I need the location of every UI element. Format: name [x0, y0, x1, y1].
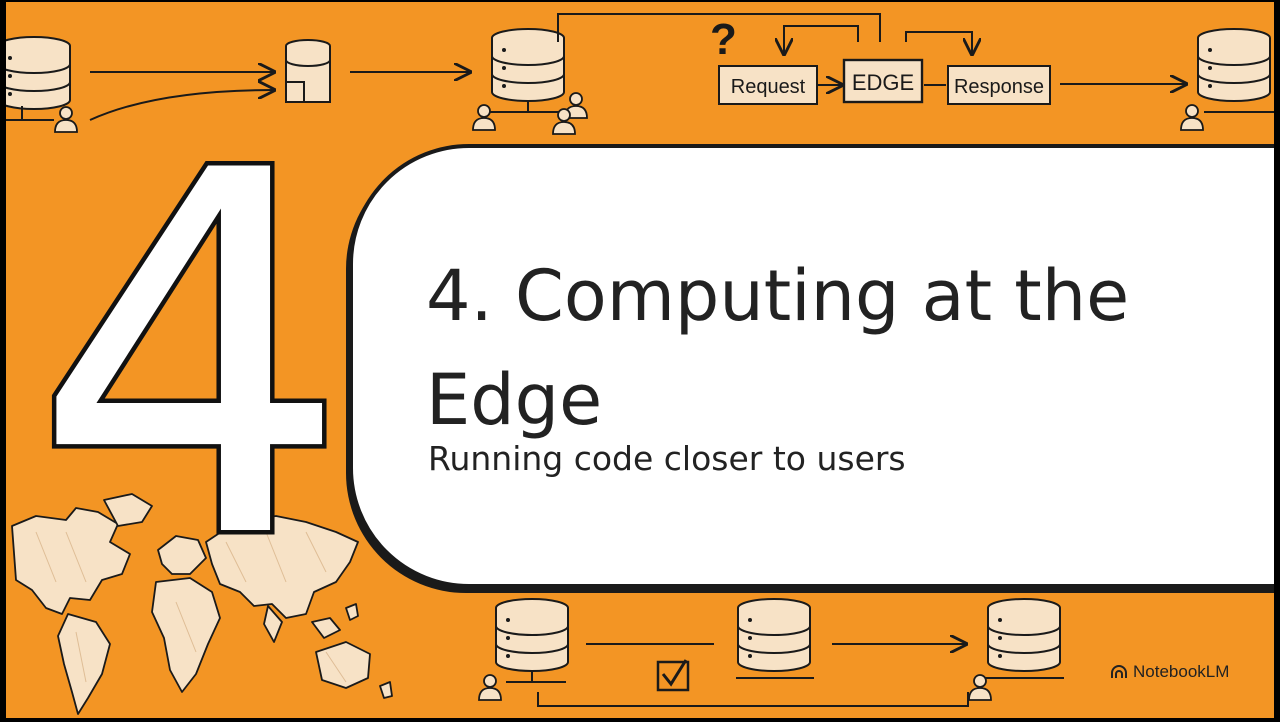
slide: ? Request EDGE Response	[6, 2, 1274, 718]
bottom-flow-diagram	[478, 598, 1064, 707]
slide-title: 4. Computing at the Edge	[426, 255, 1130, 441]
world-map-icon	[11, 493, 393, 715]
response-label: Response	[954, 76, 1044, 98]
question-mark: ?	[710, 15, 737, 64]
brand-badge: NotebookLM	[1110, 662, 1229, 682]
big-number: 4	[32, 66, 350, 648]
server-icon	[1197, 28, 1271, 102]
server-icon	[491, 28, 565, 102]
checkbox-icon	[656, 659, 690, 692]
slide-subtitle: Running code closer to users	[428, 439, 906, 478]
top-flow-diagram: ? Request EDGE Response	[6, 13, 1274, 135]
user-icon	[1180, 104, 1204, 131]
title-card	[349, 144, 1274, 588]
request-label: Request	[731, 76, 806, 98]
map-hatching	[35, 531, 347, 683]
server-icon	[495, 598, 569, 672]
edge-label: EDGE	[852, 70, 914, 95]
slide-artwork: ? Request EDGE Response	[6, 13, 1274, 715]
notebooklm-logo-icon	[1111, 665, 1127, 678]
cache-icon	[285, 39, 331, 103]
server-icon	[987, 598, 1061, 672]
user-icon	[478, 674, 502, 701]
user-icon	[472, 104, 496, 131]
server-icon	[737, 598, 811, 672]
brand-name: NotebookLM	[1133, 662, 1230, 681]
